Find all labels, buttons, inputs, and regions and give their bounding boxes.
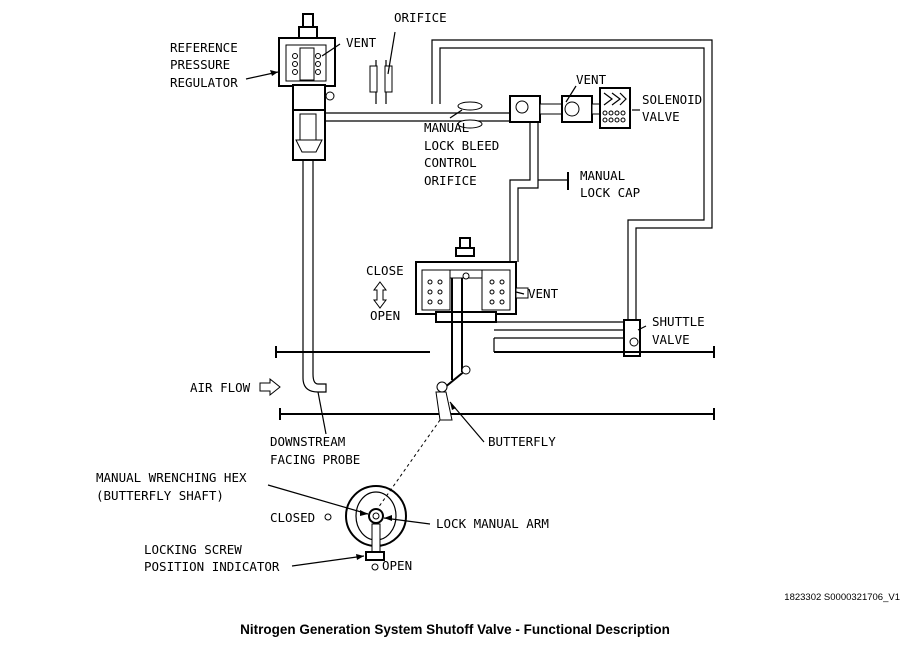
label-vent-solenoid: VENT (576, 72, 607, 87)
label-probe-2: FACING PROBE (270, 452, 360, 467)
position-indicator-dial (324, 485, 407, 571)
label-solenoid-1: SOLENOID (642, 92, 702, 107)
label-hex-1: MANUAL WRENCHING HEX (96, 470, 247, 485)
label-close: CLOSE (366, 263, 404, 278)
label-probe-1: DOWNSTREAM (270, 434, 345, 449)
duct (275, 337, 715, 420)
manual-lock-cap (538, 172, 569, 190)
label-bleed-2: LOCK BLEED (424, 138, 499, 153)
orifice-restriction (369, 31, 396, 93)
labels: ORIFICE VENT REFERENCE PRESSURE REGULATO… (96, 10, 705, 574)
label-lockcap-2: LOCK CAP (580, 185, 640, 200)
label-screw-1: LOCKING SCREW (144, 542, 242, 557)
reference-pressure-regulator (278, 13, 336, 161)
label-hex-2: (BUTTERFLY SHAFT) (96, 488, 224, 503)
label-orifice: ORIFICE (394, 10, 447, 25)
label-vent-regulator: VENT (346, 35, 377, 50)
label-screw-2: POSITION INDICATOR (144, 559, 280, 574)
label-butterfly: BUTTERFLY (488, 434, 556, 449)
open-close-arrow-icon (373, 281, 387, 309)
label-shuttle-2: VALVE (652, 332, 690, 347)
label-reference-1: REFERENCE (170, 40, 238, 55)
label-vent-actuator: VENT (528, 286, 559, 301)
bleed-orifice (457, 101, 483, 129)
label-reference-2: PRESSURE (170, 57, 230, 72)
label-closed: CLOSED (270, 510, 315, 525)
label-shuttle-1: SHUTTLE (652, 314, 705, 329)
pneumatic-lines (302, 39, 713, 393)
label-lockcap-1: MANUAL (580, 168, 625, 183)
label-air-flow: AIR FLOW (190, 380, 251, 395)
label-bleed-3: CONTROL (424, 155, 477, 170)
label-bleed-4: ORIFICE (424, 173, 477, 188)
label-lock-arm: LOCK MANUAL ARM (436, 516, 549, 531)
leader-lines (245, 43, 647, 567)
label-open-indicator: OPEN (382, 558, 412, 573)
label-bleed-1: MANUAL (424, 120, 469, 135)
air-flow-arrow-icon (259, 377, 281, 397)
actuator (415, 237, 529, 380)
label-reference-3: REGULATOR (170, 75, 238, 90)
figure-caption: Nitrogen Generation System Shutoff Valve… (240, 622, 670, 637)
figure-id: 1823302 S0000321706_V1 (784, 592, 900, 603)
shuttle-valve-body (623, 319, 641, 357)
butterfly-linkage (377, 365, 471, 509)
label-open: OPEN (370, 308, 400, 323)
solenoid-valve-body (509, 87, 631, 129)
label-solenoid-2: VALVE (642, 109, 680, 124)
